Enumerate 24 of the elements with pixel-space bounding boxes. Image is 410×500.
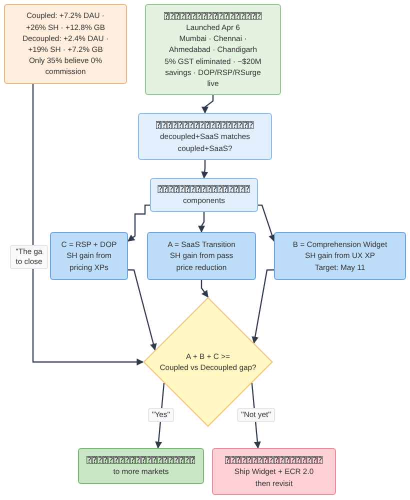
heading-text: ⍰⍰⍰⍰⍰⍰⍰⍰⍰⍰⍰⍰⍰⍰⍰⍰⍰⍰: [163, 10, 263, 22]
process-box: [274, 232, 406, 280]
connector-arrow: [202, 95, 214, 114]
connector-arrow: [258, 204, 276, 242]
connector-arrow: [201, 160, 208, 179]
heading-text: ⍰⍰⍰⍰⍰⍰⍰⍰⍰⍰⍰⍰⍰⍰⍰⍰⍰⍰: [155, 119, 255, 132]
process-box: [147, 232, 256, 280]
heading-text: ⍰⍰⍰⍰⍰⍰⍰⍰⍰⍰⍰⍰⍰⍰⍰⍰⍰: [156, 183, 252, 196]
question-box: [138, 113, 272, 160]
connector-arrow: [32, 84, 144, 366]
connector-arrow: [252, 269, 274, 344]
process-box: [50, 232, 128, 280]
outcome-box: [78, 448, 204, 484]
process-box: [150, 178, 258, 212]
heading-text: ⍰⍰⍰⍰⍰⍰⍰⍰⍰⍰⍰⍰⍰⍰⍰⍰⍰⍰: [224, 454, 324, 466]
note-box: [4, 4, 127, 84]
connector-arrow: [200, 280, 208, 298]
decision-diamond: [143, 297, 273, 427]
connector-arrow: [128, 269, 157, 351]
outcome-box: [212, 448, 336, 495]
connector-arrow: [198, 212, 205, 233]
heading-text: ⍰⍰⍰⍰⍰⍰⍰⍰⍰⍰⍰⍰⍰⍰⍰⍰⍰⍰⍰⍰: [86, 454, 196, 466]
status-box: [145, 4, 281, 95]
connector-arrow: [127, 204, 150, 242]
